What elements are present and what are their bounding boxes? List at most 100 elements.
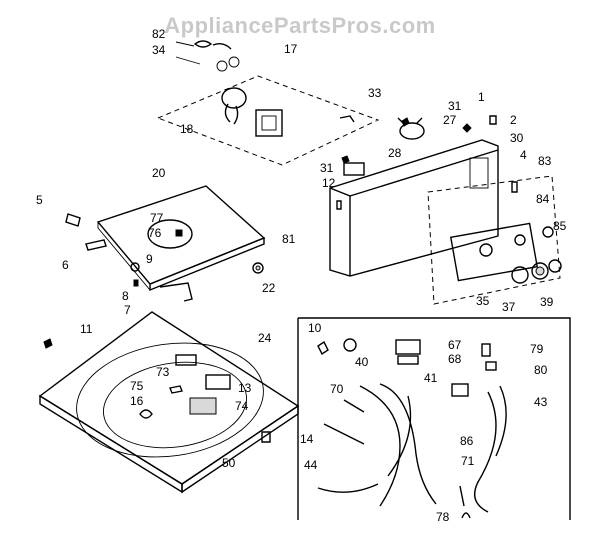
part-37-knob xyxy=(531,262,549,280)
callout-85: 85 xyxy=(553,219,567,233)
callout-28: 28 xyxy=(388,146,402,160)
harness-wire-e xyxy=(495,385,507,457)
part-5 xyxy=(65,213,81,227)
harness-wire-b xyxy=(379,383,437,505)
leader-82-34 xyxy=(175,41,201,65)
callout-4: 4 xyxy=(520,148,527,162)
console-top-edge xyxy=(349,149,499,197)
harness-wire-c xyxy=(387,395,412,477)
callout-67: 67 xyxy=(448,338,462,352)
callout-16: 16 xyxy=(130,394,144,408)
part-13 xyxy=(205,374,231,390)
part-70 xyxy=(343,399,365,413)
part-24-side-edge xyxy=(181,404,299,494)
callout-13: 13 xyxy=(238,381,252,395)
part-82-wire xyxy=(212,42,232,50)
harness-box-border xyxy=(298,317,571,520)
callout-71: 71 xyxy=(461,454,475,468)
callout-75: 75 xyxy=(130,379,144,393)
callout-20: 20 xyxy=(152,166,166,180)
part-68 xyxy=(397,355,419,365)
part-9 xyxy=(130,262,140,272)
wiring-harness-box xyxy=(297,317,571,520)
callout-39: 39 xyxy=(540,295,554,309)
callout-68: 68 xyxy=(448,352,462,366)
callout-74: 74 xyxy=(235,399,249,413)
callout-14: 14 xyxy=(300,432,314,446)
assembly-outline-17 xyxy=(156,75,380,166)
part-22-center xyxy=(255,265,261,271)
part-84-panel xyxy=(449,222,539,282)
callout-77: 77 xyxy=(150,211,164,225)
part-14 xyxy=(323,423,365,445)
callout-81: 81 xyxy=(282,232,296,246)
part-71 xyxy=(459,485,465,507)
part-24-front-edge xyxy=(39,394,183,494)
part-34b xyxy=(228,56,240,68)
part-31-screw-top xyxy=(401,117,410,127)
callout-7: 7 xyxy=(124,303,131,317)
assembly-outline-83 xyxy=(427,175,561,305)
part-77-76-area xyxy=(147,219,193,249)
part-31-screw-bottom xyxy=(341,155,350,164)
part-1-screw xyxy=(462,123,472,133)
part-83 xyxy=(511,181,518,193)
part-35-knob xyxy=(511,266,529,284)
part-timer-face xyxy=(261,115,277,131)
callout-86: 86 xyxy=(460,434,474,448)
part-74 xyxy=(189,397,217,415)
tub-opening xyxy=(76,342,264,458)
part-40 xyxy=(343,338,357,352)
callout-31a: 31 xyxy=(448,99,462,113)
part-50 xyxy=(261,431,271,443)
callout-27: 27 xyxy=(443,113,457,127)
callout-6: 6 xyxy=(62,258,69,272)
part-18-motor xyxy=(221,87,247,109)
part-85 xyxy=(542,226,554,238)
part-22 xyxy=(252,262,264,274)
callout-35: 35 xyxy=(476,294,490,308)
part-7-bracket xyxy=(159,282,193,302)
callout-83: 83 xyxy=(538,154,552,168)
part-39-knob xyxy=(548,259,562,273)
callout-5: 5 xyxy=(36,193,43,207)
callout-44: 44 xyxy=(304,458,318,472)
top-lid xyxy=(65,185,266,302)
part-33 xyxy=(339,115,355,123)
part-20-lid-side xyxy=(97,222,151,291)
part-37-center xyxy=(535,266,545,276)
part-34 xyxy=(216,60,228,72)
callout-24: 24 xyxy=(258,331,272,345)
control-panel-assembly xyxy=(427,175,562,305)
callout-8: 8 xyxy=(122,289,129,303)
harness-wire-a xyxy=(359,385,401,507)
part-30-console xyxy=(329,139,499,277)
callout-70: 70 xyxy=(330,382,344,396)
timer-motor-assembly xyxy=(156,40,380,176)
part-16 xyxy=(139,409,153,419)
part-8 xyxy=(133,279,139,287)
callout-78: 78 xyxy=(436,510,450,524)
callout-12: 12 xyxy=(322,176,336,190)
callout-10: 10 xyxy=(308,321,322,335)
console-window xyxy=(469,157,489,189)
part-6 xyxy=(85,239,107,251)
callout-18: 18 xyxy=(180,122,194,136)
callout-17: 17 xyxy=(284,42,298,56)
callout-82: 82 xyxy=(152,27,166,41)
part-12-screw xyxy=(336,200,342,210)
callout-40: 40 xyxy=(355,355,369,369)
part-79 xyxy=(481,343,491,357)
callout-22: 22 xyxy=(262,281,276,295)
callout-43: 43 xyxy=(534,395,548,409)
part-44-wire xyxy=(317,483,379,493)
part-82 xyxy=(193,40,213,48)
part-27-switch xyxy=(399,122,425,140)
callout-37: 37 xyxy=(502,300,516,314)
part-75 xyxy=(169,385,183,394)
part-80 xyxy=(485,361,497,371)
harness-wire-d xyxy=(474,391,497,513)
part-20-lid-edge xyxy=(149,236,265,292)
